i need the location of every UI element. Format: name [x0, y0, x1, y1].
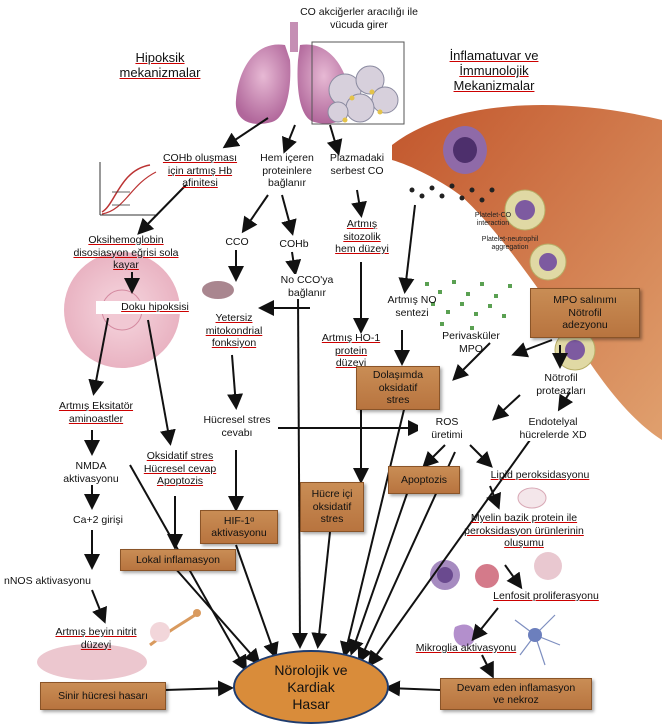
ongoing-inflammation-box: Devam eden inflamasyon ve nekroz: [440, 678, 592, 710]
circulating-oxidative-stress-box: Dolaşımda oksidatif stres: [356, 366, 440, 410]
ho1-protein-label: Artmış HO-1 protein düzeyi: [321, 332, 381, 369]
calcium-entry-label: Ca+2 girişi: [73, 514, 123, 526]
myelin-peroxidation-label: Myelin bazik protein ile peroksidasyon ü…: [464, 512, 584, 549]
nmda-activation-label: NMDA aktivasyonu: [63, 460, 119, 485]
perivascular-mpo-label: Perivasküler MPO: [442, 330, 500, 355]
brain-nitrite-label: Artmış beyin nitrit düzeyi: [55, 626, 137, 651]
platelet-co-interaction-label: Platelet-CO interaction: [474, 212, 512, 227]
mpo-particles-icon: [425, 280, 512, 330]
neurological-cardiac-damage-outcome: Nörolojik ve Kardiak Hasar: [233, 650, 389, 724]
lungs-illustration: [235, 22, 405, 125]
cell-stress-response-label: Hücresel stres cevabı: [203, 414, 271, 439]
lipid-peroxidation-label: Lipid peroksidasyonu: [490, 469, 590, 481]
increased-no-label: Artmış NO sentezi: [387, 294, 437, 319]
lymphocyte-proliferation-label: Lenfosit proliferasyonu: [493, 590, 599, 602]
neuron-illustration: [37, 609, 201, 680]
cohb-affinity-label: COHb oluşması için artmış Hb afinitesi: [162, 152, 238, 189]
excitatory-aa-label: Artmış Eksitatör aminoastler: [58, 400, 134, 425]
neutrophil-protease-label: Nötrofil proteazları: [536, 372, 586, 397]
mitochondrial-failure-label: Yetersiz mitokondrial fonksiyon: [205, 312, 263, 349]
hypoxic-mechanisms-header: Hipoksik mekanizmalar: [119, 50, 201, 80]
cohb-label: COHb: [279, 238, 309, 250]
co-entry-label: CO akciğerler aracılığı ile vücuda girer: [300, 6, 418, 31]
local-inflammation-box: Lokal inflamasyon: [120, 549, 236, 571]
apoptosis-box: Apoptozis: [388, 466, 460, 494]
mitochondrion-icon: [202, 281, 234, 299]
intracellular-oxidative-stress-box: Hücre içi oksidatif stres: [300, 482, 364, 532]
tissue-hypoxia-label: Doku hipoksisi: [96, 301, 214, 314]
heme-binding-label: Hem içeren proteinlere bağlanır: [260, 152, 314, 189]
oxyhemoglobin-curve-label: Oksihemoglobin disosiasyon eğrisi sola k…: [73, 234, 179, 271]
immune-cells-illustration: [430, 487, 562, 666]
endothelial-xd-label: Endotelyal hücrelerde XD: [510, 416, 596, 441]
blood-vessel-illustration: [392, 105, 662, 441]
microglia-activation-label: Mikroglia aktivasyonu: [415, 642, 517, 654]
no-cco-binding-label: No CCO'ya bağlanır: [274, 274, 340, 299]
inflammatory-mechanisms-header: İnflamatuvar ve İmmunolojik Mekanizmalar: [449, 48, 539, 93]
nerve-cell-damage-box: Sinir hücresi hasarı: [40, 682, 166, 710]
ros-production-label: ROS üretimi: [418, 416, 476, 441]
dissociation-curve-icon: [99, 162, 158, 216]
platelet-neutrophil-label: Platelet-neutrophil aggregation: [481, 236, 539, 251]
cco-label: CCO: [225, 236, 249, 248]
nnos-activation-label: nNOS aktivasyonu: [4, 575, 91, 587]
hif1-activation-box: HIF-1ᵅ aktivasyonu: [200, 510, 278, 544]
mpo-release-box: MPO salınımı Nötrofil adezyonu: [530, 288, 640, 338]
plasma-co-label: Plazmadaki serbest CO: [329, 152, 385, 177]
oxidative-stress-apoptosis-label: Oksidatif stres Hücresel cevap Apoptozis: [143, 450, 217, 487]
cytosolic-heme-label: Artmış sitozolik hem düzeyi: [335, 218, 389, 255]
